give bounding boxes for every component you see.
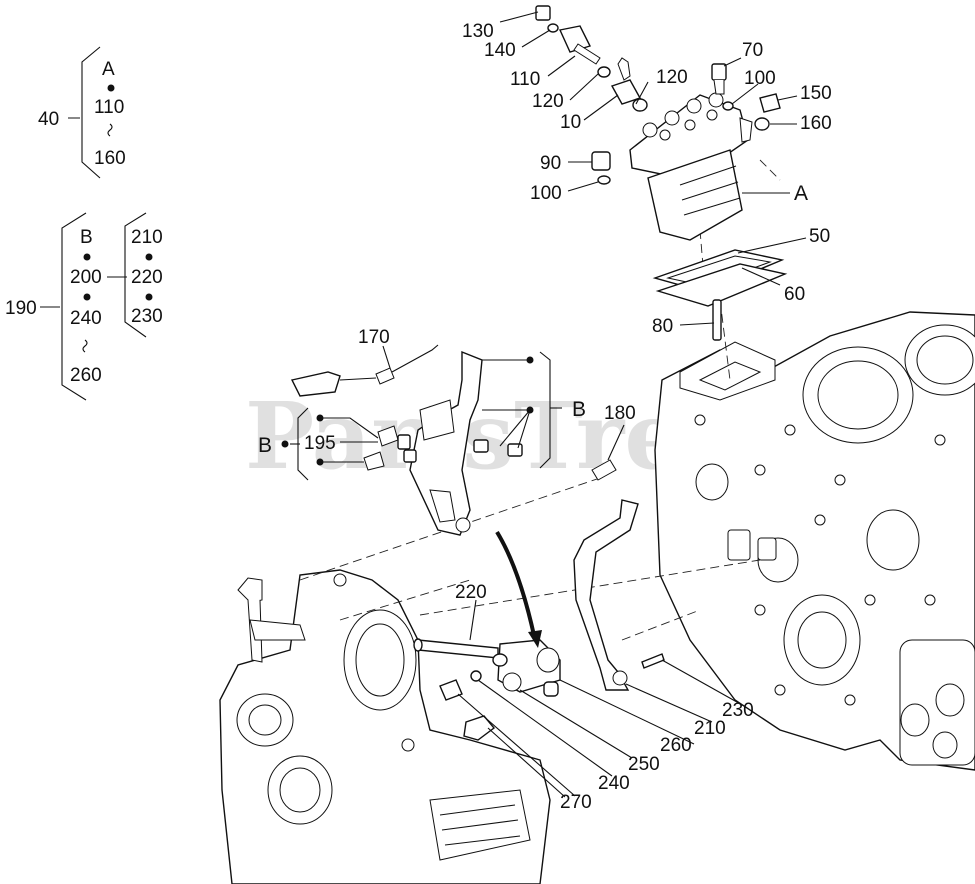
- legend-bullet: [145, 293, 153, 301]
- callout-b-right: B: [572, 398, 586, 421]
- callout-50: 50: [809, 226, 830, 247]
- legend-bullet: [83, 253, 91, 261]
- legend-group-190: 190 B 200 240 260 210 220 230: [5, 212, 163, 401]
- bracket-b-right: [482, 351, 562, 469]
- bracket-b-left: [281, 407, 379, 481]
- pump-gaskets: [652, 249, 788, 307]
- callout-60: 60: [784, 284, 805, 305]
- callout-160: 160: [800, 113, 832, 134]
- callout-170: 170: [358, 327, 390, 348]
- legend-190-item-260: 260: [70, 365, 102, 386]
- pipe-fittings: [535, 5, 648, 112]
- small-hardware: [591, 63, 781, 185]
- stud-80: [712, 299, 722, 341]
- assembly-arrow: [495, 530, 537, 641]
- callout-a: A: [794, 182, 808, 205]
- legend-190-item-b: B: [80, 227, 93, 248]
- callout-110: 110: [510, 69, 540, 90]
- callout-240: 240: [598, 773, 630, 794]
- legend-190-item-200: 200: [70, 267, 102, 288]
- engine-block: [654, 311, 975, 771]
- callout-100-bottom: 100: [530, 183, 562, 204]
- callout-labels: 130 140 110 120 10 120 70 100 150 160 90…: [258, 21, 832, 813]
- legend-bullet: [145, 253, 153, 261]
- assembly-arrow-head: [528, 630, 542, 648]
- legend-190-number: 190: [5, 298, 37, 319]
- legend-190-item-210: 210: [131, 227, 163, 248]
- callout-120-left: 120: [532, 91, 564, 112]
- leader-lines: [290, 11, 807, 798]
- callout-b-left: B: [258, 434, 272, 457]
- callout-260: 260: [660, 735, 692, 756]
- callout-70: 70: [742, 40, 763, 61]
- governor-spring-assembly: [290, 344, 439, 397]
- callout-90: 90: [540, 153, 561, 174]
- injection-pump: [629, 92, 753, 241]
- callout-140: 140: [484, 40, 516, 61]
- callout-150: 150: [800, 83, 832, 104]
- pins-and-springs: [363, 425, 523, 471]
- legend-40-number: 40: [38, 109, 59, 130]
- legend-40-item-110: 110: [94, 97, 124, 118]
- callout-80: 80: [652, 316, 673, 337]
- legend-40-item-a: A: [102, 59, 115, 80]
- legend-190-item-220: 220: [131, 267, 163, 288]
- callout-250: 250: [628, 754, 660, 775]
- gear-case: [219, 569, 551, 884]
- callout-100-top: 100: [744, 68, 776, 89]
- governor-lever-210: [573, 499, 639, 691]
- pin-230: [641, 653, 665, 669]
- callout-195: 195: [304, 433, 336, 454]
- callout-270: 270: [560, 792, 592, 813]
- spring-180: [591, 459, 617, 481]
- legend-190-item-240: 240: [70, 308, 102, 329]
- callout-230: 230: [722, 700, 754, 721]
- legend-bullet: [83, 293, 91, 301]
- legend-group-40: 40 A 110 160: [38, 46, 126, 179]
- callout-120-right: 120: [656, 67, 688, 88]
- callout-220: 220: [455, 582, 487, 603]
- callout-130: 130: [462, 21, 494, 42]
- shaft-and-levers: [413, 638, 561, 741]
- legend-bullet: [107, 84, 115, 92]
- callout-10: 10: [560, 112, 581, 133]
- fork-lever: [409, 350, 483, 536]
- legend-40-item-160: 160: [94, 148, 126, 169]
- callout-180: 180: [604, 403, 636, 424]
- callout-210: 210: [694, 718, 726, 739]
- legend-190-item-230: 230: [131, 306, 163, 327]
